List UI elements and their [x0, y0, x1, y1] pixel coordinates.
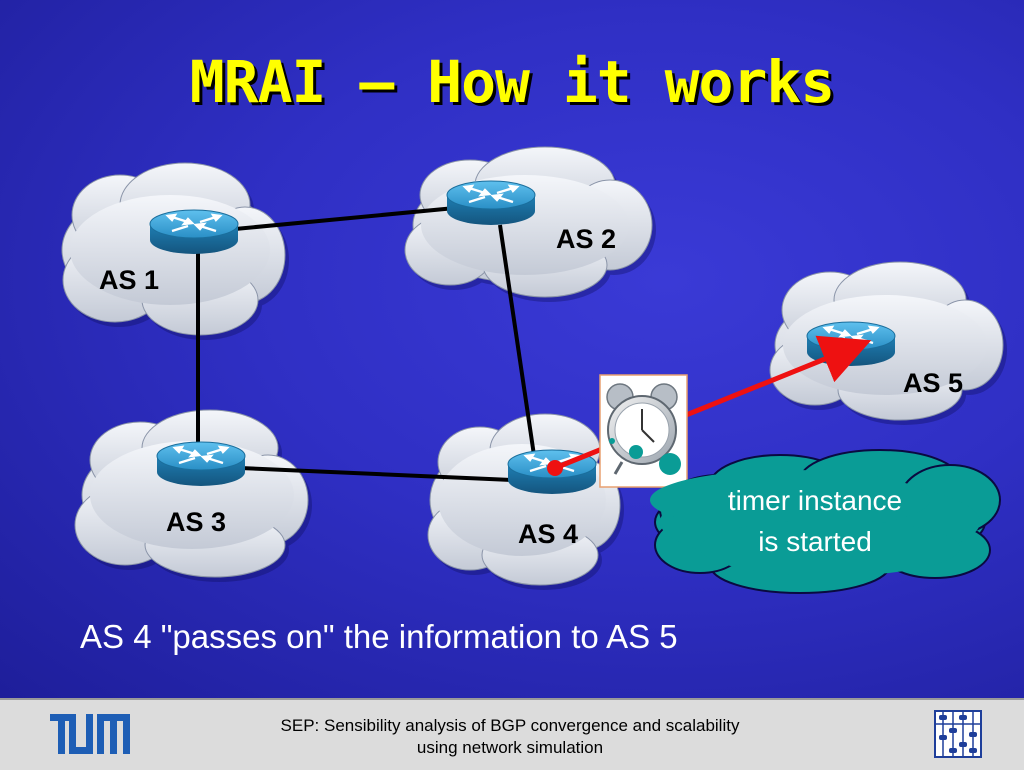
router-icon[interactable]: [148, 208, 240, 256]
router-icon[interactable]: [445, 179, 537, 227]
footer-text: SEP: Sensibility analysis of BGP converg…: [200, 715, 820, 759]
footer-line-2: using network simulation: [416, 738, 604, 757]
slide-title: MRAI – How it works: [189, 48, 835, 116]
footer-line-1: SEP: Sensibility analysis of BGP converg…: [280, 716, 740, 735]
label-as2: AS 2: [556, 224, 616, 254]
cloud-as1: [61, 162, 289, 340]
label-as4: AS 4: [518, 519, 578, 549]
callout-line-2: is started: [758, 526, 872, 557]
label-as3: AS 3: [166, 507, 226, 537]
network-links: [196, 206, 537, 482]
link-as1-as2: [234, 206, 456, 231]
abacus-icon: [934, 710, 982, 758]
router-icon[interactable]: [155, 440, 247, 488]
link-as2-as4: [498, 224, 537, 463]
link-as3-as4: [239, 466, 513, 482]
cloud-as4: [427, 413, 624, 590]
slide-caption: AS 4 "passes on" the information to AS 5: [80, 618, 678, 655]
timer-callout: [650, 449, 1001, 594]
callout-line-1: timer instance: [728, 485, 902, 516]
label-as1: AS 1: [99, 265, 159, 295]
tum-logo: [50, 714, 130, 754]
cloud-as3: [74, 409, 312, 582]
footer-bar: SEP: Sensibility analysis of BGP converg…: [0, 698, 1024, 770]
cloud-as2: [404, 146, 656, 302]
network-diagram: AS 1 AS 2 AS 3 AS 4 AS 5 timer instance …: [61, 146, 1007, 594]
alarm-clock-icon: [599, 374, 688, 488]
label-as5: AS 5: [903, 368, 963, 398]
